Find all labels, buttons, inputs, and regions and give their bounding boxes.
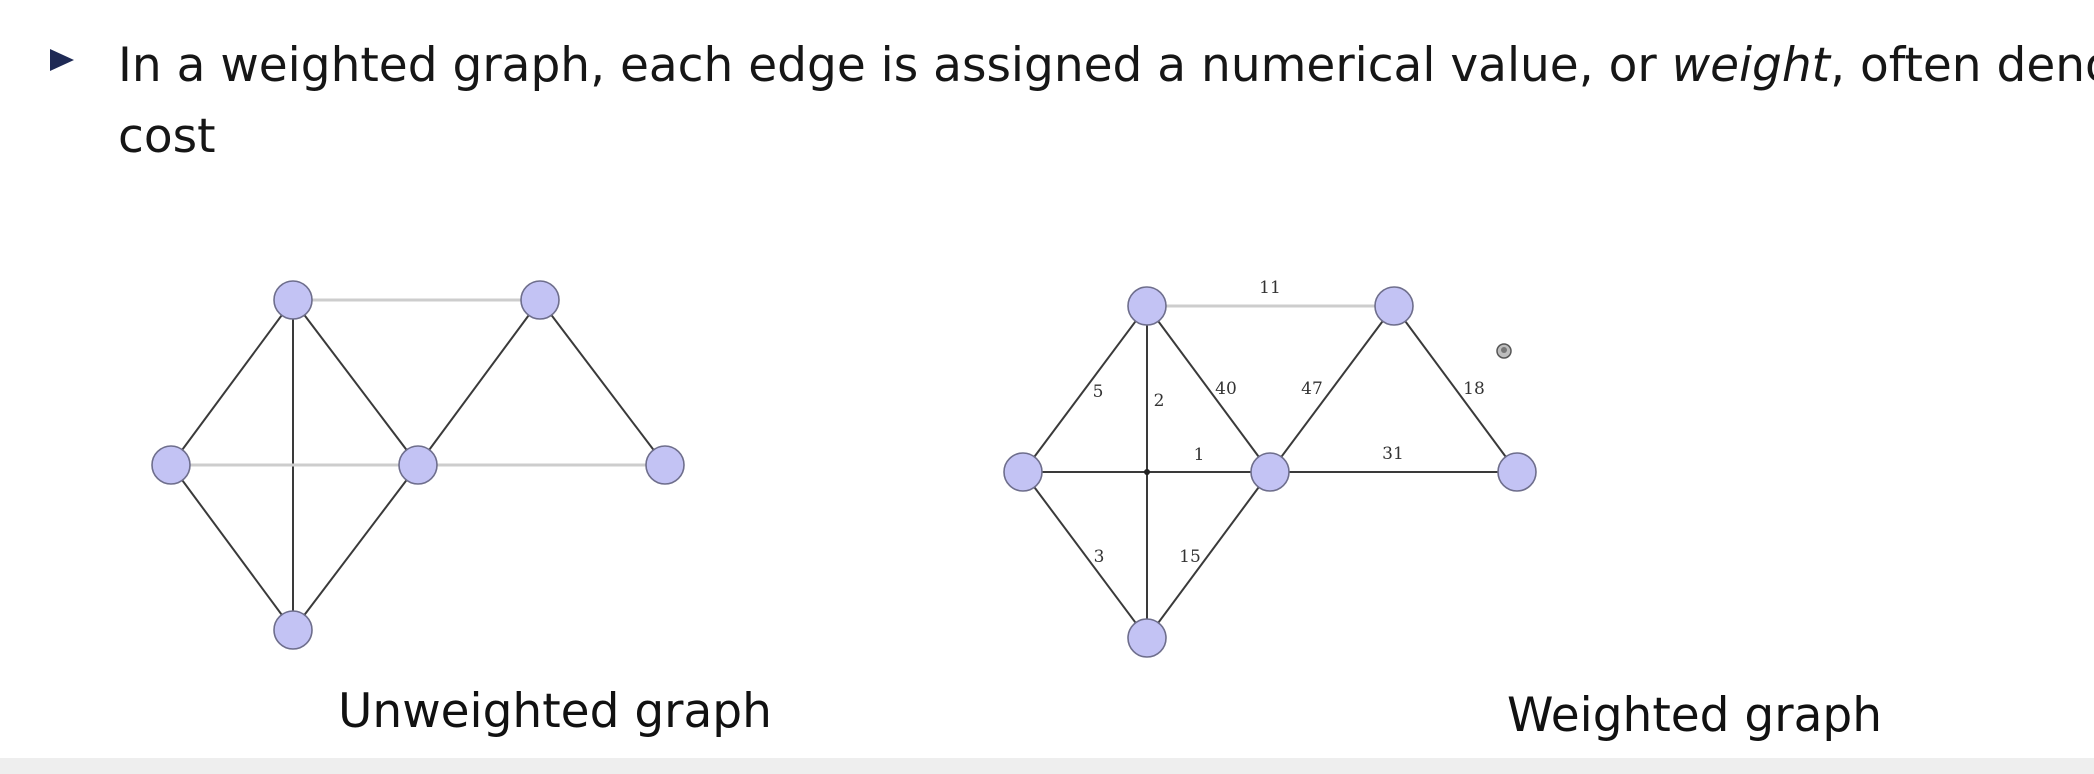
weighted-weight-d-f: 15 xyxy=(1179,547,1201,567)
caption-unweighted-graph: Unweighted graph xyxy=(338,684,772,739)
weighted-node-b xyxy=(1374,286,1414,326)
weighted-node-c xyxy=(1003,452,1043,492)
weighted-weight-a-d: 40 xyxy=(1215,379,1237,399)
bullet-text-after: , often denoti xyxy=(1830,38,2094,93)
bottom-bar xyxy=(0,758,2094,774)
unweighted-edge-d-b xyxy=(417,299,541,466)
weighted-node-a xyxy=(1127,286,1167,326)
unweighted-graph-nodes xyxy=(151,280,685,650)
bullet-text-emphasis: weight xyxy=(1671,38,1831,93)
bullet-triangle-icon xyxy=(50,49,74,71)
caption-weighted-graph: Weighted graph xyxy=(1507,688,1883,743)
weighted-weight-b-e: 18 xyxy=(1463,379,1485,399)
weighted-weight-c-f: 3 xyxy=(1094,547,1105,567)
bullet-text-before: In a weighted graph, each edge is assign… xyxy=(118,38,1672,93)
weighted-graph-weight-labels: 11 5 2 40 1 47 18 31 3 15 xyxy=(1093,278,1485,567)
weighted-node-e xyxy=(1497,452,1537,492)
unweighted-node-a xyxy=(273,280,313,320)
weighted-graph-nodes xyxy=(1003,286,1537,658)
weighted-graph-edges xyxy=(1022,304,1518,639)
unweighted-edge-a-d xyxy=(292,299,419,466)
weighted-edge-a-d xyxy=(1146,305,1271,473)
weighted-weight-d-e: 31 xyxy=(1382,444,1404,464)
weighted-node-d xyxy=(1250,452,1290,492)
bullet-point: In a weighted graph, each edge is assign… xyxy=(50,28,2094,170)
weighted-edge-d-b xyxy=(1269,305,1395,473)
weighted-weight-a-b: 11 xyxy=(1259,278,1281,298)
unweighted-edge-d-f xyxy=(292,464,419,631)
weighted-weight-c-d: 1 xyxy=(1194,445,1205,465)
unweighted-node-d xyxy=(398,445,438,485)
weighted-edge-d-f xyxy=(1146,471,1271,639)
weighted-weight-a-f: 2 xyxy=(1154,391,1165,411)
unweighted-node-c xyxy=(151,445,191,485)
unweighted-node-b xyxy=(520,280,560,320)
unweighted-edge-a-c xyxy=(170,299,294,466)
weighted-edge-b-e xyxy=(1393,305,1518,473)
unweighted-edge-b-e xyxy=(539,299,666,466)
unweighted-node-e xyxy=(645,445,685,485)
edge-crossing-dot xyxy=(1144,469,1150,475)
unweighted-edge-c-f xyxy=(170,464,294,631)
weighted-edge-c-f xyxy=(1022,471,1148,639)
weighted-node-f xyxy=(1127,618,1167,658)
bullet-continuation: cost xyxy=(118,109,216,164)
weighted-edge-a-c xyxy=(1022,305,1148,473)
bullet-text: In a weighted graph, each edge is assign… xyxy=(118,28,2094,104)
unweighted-node-f xyxy=(273,610,313,650)
weighted-weight-d-b: 47 xyxy=(1301,379,1323,399)
unweighted-graph-edges xyxy=(170,298,666,631)
mouse-cursor-icon xyxy=(1496,343,1512,359)
weighted-weight-a-c: 5 xyxy=(1093,382,1104,402)
